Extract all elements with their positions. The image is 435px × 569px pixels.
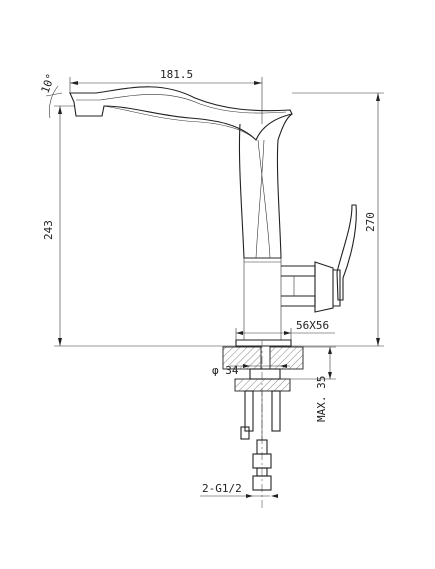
spout [69,86,293,141]
dim-spout-angle: 10° [39,72,58,95]
dim-spout-reach: 181.5 [160,68,193,81]
dim-base-plate: 56X56 [296,319,329,332]
dim-max-thickness: MAX. 35 [315,376,328,422]
dim-inlet-thread: 2-G1/2 [202,482,242,495]
mounting-assembly [222,340,304,510]
dimension-lines [45,77,384,498]
dim-spout-height: 243 [42,220,55,240]
lever-handle [281,204,357,313]
dim-total-height: 270 [364,212,377,232]
dim-hole-diameter: φ 34 [212,364,239,377]
faucet-body [235,113,293,347]
